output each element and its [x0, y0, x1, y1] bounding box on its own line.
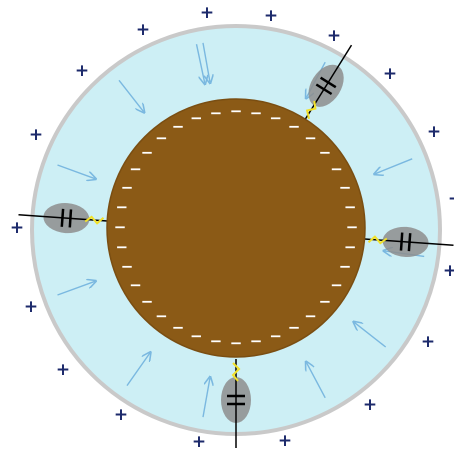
negative-charge: −	[346, 218, 359, 236]
negative-charge: −	[121, 258, 134, 276]
negative-charge: −	[210, 332, 223, 350]
positive-charge: +	[24, 297, 38, 317]
negative-charge: −	[230, 334, 243, 352]
negative-charge: −	[129, 276, 142, 294]
negative-charge: −	[155, 129, 168, 147]
positive-charge: +	[383, 64, 397, 84]
negative-charge: −	[339, 258, 352, 276]
negative-charge: −	[330, 276, 343, 294]
negative-charge: −	[269, 327, 282, 345]
negative-charge: −	[269, 109, 282, 127]
capacitor-plate	[70, 209, 71, 227]
positive-charge: +	[29, 125, 43, 145]
negative-charge: −	[116, 238, 129, 256]
negative-charge: −	[141, 293, 154, 311]
positive-charge: +	[327, 26, 341, 46]
positive-charge: +	[10, 218, 24, 238]
negative-charge: −	[121, 178, 134, 196]
negative-charge: −	[172, 319, 185, 337]
negative-charge: −	[250, 332, 263, 350]
negative-charge: −	[344, 238, 357, 256]
negative-charge: −	[116, 198, 129, 216]
negative-charge: −	[190, 327, 203, 345]
positive-charge: +	[448, 189, 454, 209]
capacitor-plate	[401, 233, 402, 251]
negative-charge: −	[344, 198, 357, 216]
positive-charge: +	[278, 431, 292, 451]
negative-charge: −	[250, 104, 263, 122]
negative-charge: −	[288, 118, 301, 136]
positive-charge: +	[421, 332, 435, 352]
inner-sphere	[107, 99, 365, 357]
negative-charge: −	[304, 129, 317, 147]
negative-charge: −	[172, 118, 185, 136]
positive-charge: +	[363, 395, 377, 415]
positive-charge: +	[443, 261, 454, 281]
negative-charge: −	[129, 160, 142, 178]
positive-charge: +	[136, 20, 150, 40]
capacitor-plate	[62, 209, 63, 227]
negative-charge: −	[190, 109, 203, 127]
negative-charge: −	[304, 307, 317, 325]
positive-charge: +	[56, 360, 70, 380]
capacitor-plate	[409, 233, 410, 251]
negative-charge: −	[319, 143, 332, 161]
positive-charge: +	[192, 432, 206, 451]
positive-charge: +	[427, 122, 441, 142]
negative-charge: −	[230, 102, 243, 120]
positive-charge: +	[75, 61, 89, 81]
negative-charge: −	[288, 319, 301, 337]
negative-charge: −	[319, 293, 332, 311]
negative-charge: −	[114, 218, 127, 236]
negative-charge: −	[141, 143, 154, 161]
positive-charge: +	[264, 6, 278, 26]
negative-charge: −	[330, 160, 343, 178]
negative-charge: −	[339, 178, 352, 196]
positive-charge: +	[114, 405, 128, 425]
negative-charge: −	[155, 307, 168, 325]
negative-charge: −	[210, 104, 223, 122]
positive-charge: +	[200, 3, 214, 23]
